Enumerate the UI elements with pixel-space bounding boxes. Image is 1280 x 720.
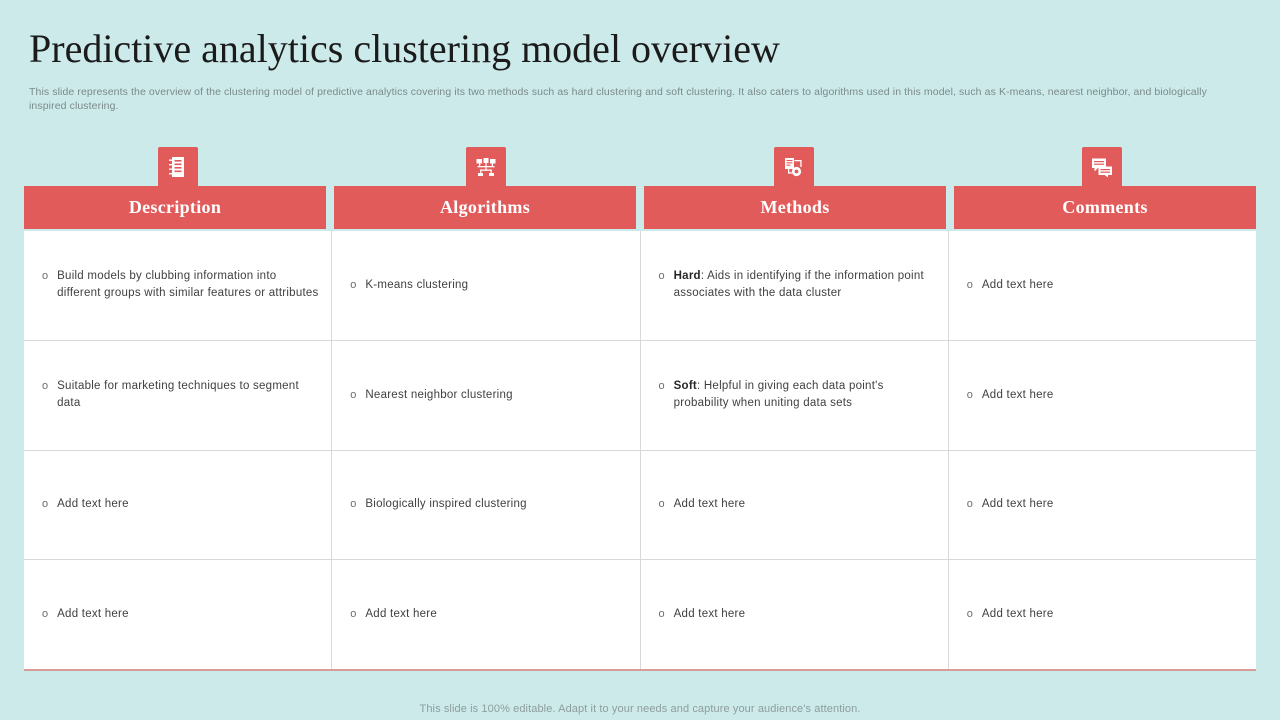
bullet-text: Add text here [673, 498, 746, 511]
bullet-marker-icon: o [658, 498, 665, 511]
bullet-marker-icon: o [350, 388, 357, 401]
table-cell[interactable]: o Add text here [24, 560, 333, 669]
bullet-text: Suitable for marketing techniques to seg… [57, 380, 299, 410]
table-cell[interactable]: o Build models by clubbing information in… [24, 231, 333, 340]
table-cell[interactable]: o Add text here [949, 451, 1256, 560]
bullet-marker-icon: o [658, 608, 665, 621]
column-header-algorithms[interactable]: Algorithms [334, 186, 636, 229]
bullet-text: Add text here [981, 388, 1054, 401]
bullet-text: Add text here [57, 608, 129, 621]
bullet-item: o Biologically inspired clustering [350, 496, 629, 513]
table-cell[interactable]: o Suitable for marketing techniques to se… [24, 340, 333, 450]
bullet-marker-icon: o [42, 380, 49, 393]
bullet-marker-icon: o [350, 278, 357, 291]
table-cell[interactable]: o Add text here [641, 450, 949, 560]
column-header-label: Comments [1062, 197, 1148, 217]
bullet-marker-icon: o [966, 278, 973, 291]
footer-note: This slide is 100% editable. Adapt it to… [419, 703, 861, 715]
table-cell[interactable]: o Add text here [949, 341, 1256, 450]
bullet-item: o Hard: Aids in identifying if the inform… [659, 268, 938, 302]
bullet-marker-icon: o [966, 388, 973, 401]
bullet-item: o Nearest neighbor clustering [350, 387, 629, 404]
table-row: o Add text here o Add text here o Add text he… [24, 560, 1256, 669]
comment-bubbles-icon-tile[interactable] [1082, 147, 1122, 187]
bullet-text-emphasis: Hard [673, 270, 701, 283]
table-cell[interactable]: o Soft: Helpful in giving each data point… [641, 340, 949, 450]
bullet-item: o Add text here [967, 277, 1246, 294]
bullet-item: o Add text here [967, 387, 1246, 404]
bullet-item: o Add text here [659, 496, 938, 513]
table-row: o Build models by clubbing information in… [24, 231, 1256, 341]
bullet-text: Add text here [981, 608, 1054, 621]
bullet-marker-icon: o [966, 608, 973, 621]
icon-slot-algorithms [332, 147, 640, 187]
column-header-description[interactable]: Description [24, 186, 326, 229]
comment-bubbles-icon [1091, 157, 1113, 177]
table-cell[interactable]: o Add text here [949, 560, 1256, 669]
bullet-text: Add text here [365, 608, 438, 621]
bullet-marker-icon: o [350, 608, 357, 621]
bullet-marker-icon: o [658, 380, 665, 393]
bullet-item: o Build models by clubbing information in… [42, 268, 321, 302]
table-row: o Add text here o Biologically inspired clu… [24, 450, 1256, 561]
column-header-label: Description [128, 197, 222, 217]
table-row: o Suitable for marketing techniques to se… [24, 340, 1256, 451]
bullet-item: o Add text here [967, 496, 1246, 513]
icon-slot-methods [640, 147, 948, 187]
document-gear-icon [783, 156, 805, 178]
bullet-text: Soft: Helpful in giving each data point'… [673, 380, 884, 410]
table-body: o Build models by clubbing information in… [24, 231, 1256, 671]
bullet-marker-icon: o [42, 608, 49, 621]
network-nodes-icon-tile[interactable] [466, 147, 506, 187]
document-list-icon [168, 156, 188, 178]
bullet-item: o Add text here [967, 606, 1246, 623]
bullet-text: Add text here [981, 278, 1054, 291]
bullet-marker-icon: o [658, 270, 665, 283]
icon-slot-description [24, 147, 332, 187]
table-cell[interactable]: o K-means clustering [332, 231, 641, 340]
bullet-text: Nearest neighbor clustering [365, 388, 513, 401]
column-header-label: Methods [760, 197, 830, 217]
bullet-item: o K-means clustering [350, 277, 629, 294]
column-icon-row [24, 147, 1256, 187]
table-header-row: Description Algorithms Methods Comments [24, 186, 1256, 229]
icon-slot-comments [948, 147, 1256, 187]
table-cell[interactable]: o Add text here [641, 560, 949, 669]
document-gear-icon-tile[interactable] [774, 147, 814, 187]
document-list-icon-tile[interactable] [158, 147, 198, 187]
bullet-text: Hard: Aids in identifying if the informa… [673, 270, 924, 300]
bullet-item: o Soft: Helpful in giving each data point… [659, 378, 938, 412]
bullet-marker-icon: o [966, 498, 973, 511]
bullet-item: o Add text here [659, 606, 938, 623]
table-cell[interactable]: o Add text here [332, 560, 641, 669]
bullet-marker-icon: o [42, 498, 49, 511]
bullet-item: o Add text here [42, 496, 321, 513]
table-cell[interactable]: o Biologically inspired clustering [332, 450, 641, 560]
bullet-text: Add text here [57, 498, 129, 511]
table-cell[interactable]: o Hard: Aids in identifying if the inform… [641, 231, 949, 340]
bullet-text: Build models by clubbing information int… [57, 270, 319, 300]
bullet-item: o Suitable for marketing techniques to se… [42, 378, 321, 412]
column-header-label: Algorithms [440, 197, 530, 217]
table-cell[interactable]: o Add text here [949, 231, 1256, 340]
bullet-text: Biologically inspired clustering [365, 498, 527, 511]
column-header-comments[interactable]: Comments [954, 186, 1256, 229]
table-cell[interactable]: o Add text here [24, 450, 333, 560]
bullet-text-emphasis: Soft [673, 380, 697, 393]
slide-description: This slide represents the overview of th… [29, 86, 1207, 112]
column-header-methods[interactable]: Methods [644, 186, 946, 229]
page-title: Predictive analytics clustering model ov… [29, 26, 780, 71]
bullet-text: Add text here [981, 498, 1054, 511]
bullet-item: o Add text here [350, 606, 629, 623]
bullet-text: Add text here [673, 608, 746, 621]
bullet-marker-icon: o [350, 498, 357, 511]
network-nodes-icon [475, 156, 497, 178]
bullet-text: K-means clustering [365, 278, 469, 291]
bullet-item: o Add text here [42, 606, 321, 623]
bullet-marker-icon: o [42, 270, 49, 283]
table-cell[interactable]: o Nearest neighbor clustering [332, 340, 641, 450]
